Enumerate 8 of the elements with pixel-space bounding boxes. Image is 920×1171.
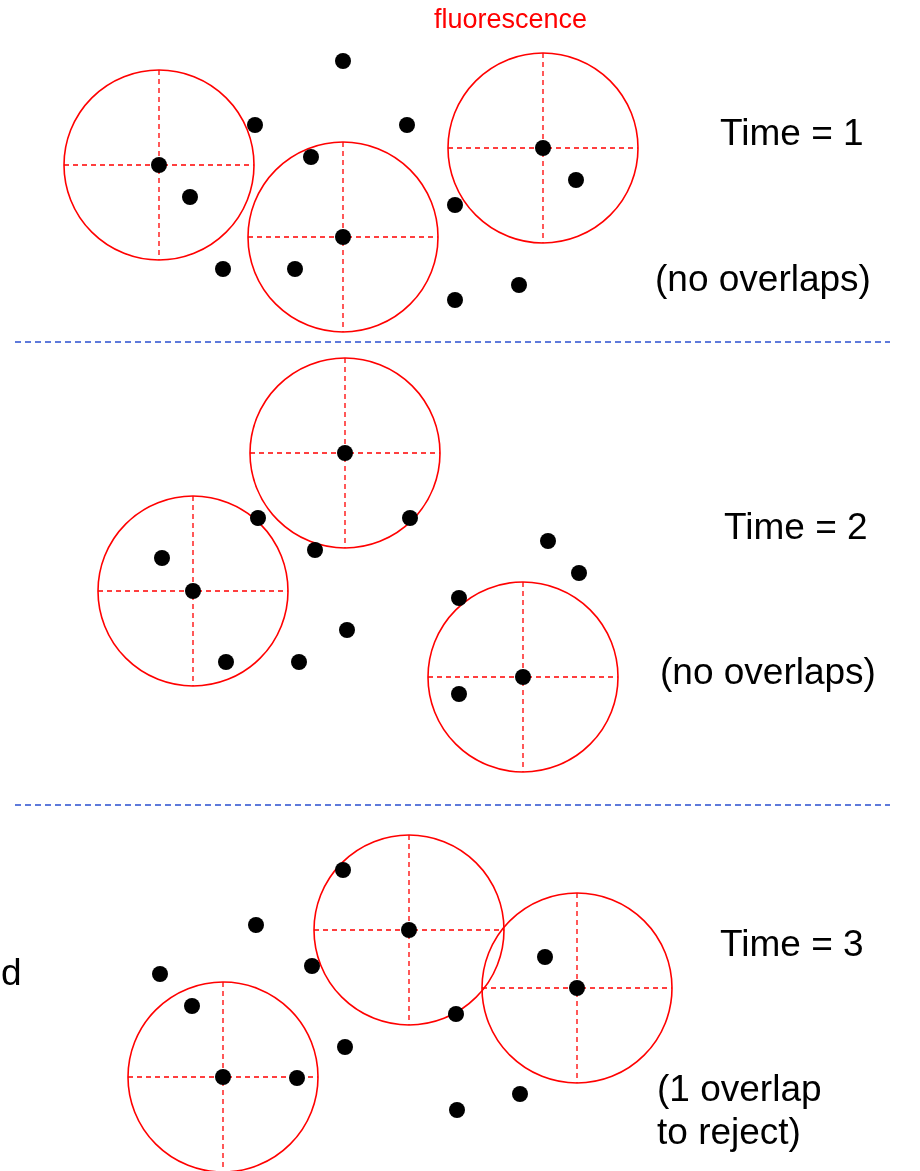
- text-label: (no overlaps): [655, 258, 871, 301]
- text-label: d: [1, 952, 22, 995]
- text-label: (1 overlap to reject): [657, 1068, 823, 1154]
- text-label: Time = 2: [724, 506, 868, 549]
- text-label: fluorescence: [434, 4, 588, 36]
- text-label: (no overlaps): [660, 651, 876, 694]
- text-label: Time = 3: [720, 923, 864, 966]
- text-label: Time = 1: [720, 112, 864, 155]
